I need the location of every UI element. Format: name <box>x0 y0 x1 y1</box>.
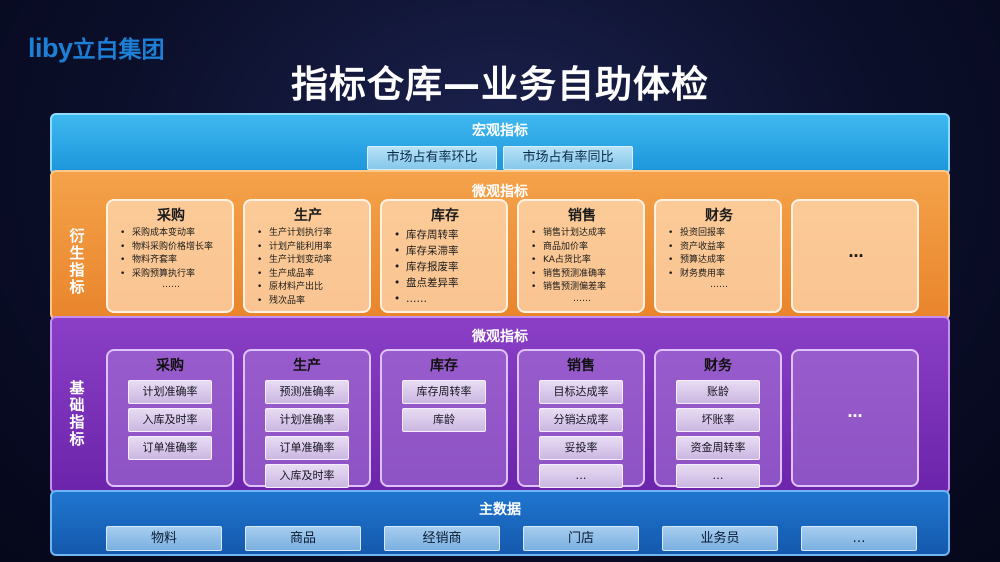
base-indicator-chip[interactable]: 库存周转率 <box>402 380 486 404</box>
derived-indicator-item: 销售预测准确率 <box>527 268 637 282</box>
derived-card-ellipsis: …… <box>710 280 728 291</box>
derived-card[interactable]: 库存库存周转率库存呆滞率库存报废率盘点差异率…… <box>380 199 508 313</box>
derived-indicators-band: 微观指标 衍生指标 采购采购成本变动率物料采购价格增长率物料齐套率采购预算执行率… <box>50 170 950 320</box>
derived-card[interactable]: 财务投资回报率资产收益率预算达成率财务费用率…… <box>654 199 782 313</box>
base-indicator-chip[interactable]: 坏账率 <box>676 408 760 432</box>
derived-cards: 采购采购成本变动率物料采购价格增长率物料齐套率采购预算执行率……生产生产计划执行… <box>106 199 919 313</box>
base-indicator-chip[interactable]: 入库及时率 <box>265 464 349 488</box>
base-indicator-chip[interactable]: 预测准确率 <box>265 380 349 404</box>
base-indicator-chip[interactable]: … <box>539 464 623 488</box>
master-data-band: 主数据 物料商品经销商门店业务员 … <box>50 490 950 556</box>
derived-indicator-item: 计划产能利用率 <box>253 241 363 255</box>
derived-indicator-item: 销售计划达成率 <box>527 227 637 241</box>
base-card-more[interactable]: … <box>791 349 919 487</box>
derived-indicator-item: 预算达成率 <box>664 254 774 268</box>
master-data-item[interactable]: 物料 <box>106 526 222 551</box>
derived-indicator-item: 物料齐套率 <box>116 254 226 268</box>
base-indicator-chip[interactable]: 计划准确率 <box>128 380 212 404</box>
page-title: 指标仓库—业务自助体检 <box>291 63 709 106</box>
base-card[interactable]: 销售目标达成率分销达成率妥投率 … <box>517 349 645 488</box>
derived-indicator-list: 采购成本变动率物料采购价格增长率物料齐套率采购预算执行率 <box>116 227 226 281</box>
derived-indicator-item: 物料采购价格增长率 <box>116 241 226 255</box>
derived-indicator-item: 销售预测偏差率 <box>527 281 637 295</box>
derived-indicator-item: 原材料产出比 <box>253 281 363 295</box>
base-indicator-chip[interactable]: 订单准确率 <box>128 436 212 460</box>
derived-band-title: 微观指标 <box>472 184 528 200</box>
derived-indicator-list: 生产计划执行率计划产能利用率生产计划变动率生产成品率原材料产出比残次品率 <box>253 227 363 309</box>
derived-indicator-list: 销售计划达成率商品加价率KA占货比率销售预测准确率销售预测偏差率 <box>527 227 637 295</box>
base-card-title: 采购 <box>156 358 184 374</box>
liby-logo: liby立白集团 <box>28 30 165 64</box>
derived-card-title: 生产 <box>294 208 322 224</box>
master-data-item[interactable]: 经销商 <box>384 526 500 551</box>
derived-indicator-item: 财务费用率 <box>664 268 774 282</box>
base-indicator-chip[interactable]: 订单准确率 <box>265 436 349 460</box>
base-card-title: 销售 <box>567 358 595 374</box>
base-side-label: 基础指标 <box>69 379 85 448</box>
master-data-item[interactable]: … <box>801 526 917 551</box>
macro-indicator-item[interactable]: 市场占有率环比 <box>367 146 497 170</box>
base-indicator-chip[interactable]: 分销达成率 <box>539 408 623 432</box>
derived-indicator-item: 生产计划执行率 <box>253 227 363 241</box>
master-data-item[interactable]: 门店 <box>523 526 639 551</box>
base-indicator-chip[interactable]: 库龄 <box>402 408 486 432</box>
derived-indicator-item: 盘点差异率 <box>390 275 500 291</box>
derived-card[interactable]: 生产生产计划执行率计划产能利用率生产计划变动率生产成品率原材料产出比残次品率 <box>243 199 371 313</box>
base-indicators-band: 微观指标 基础指标 采购计划准确率入库及时率订单准确率生产预测准确率计划准确率订… <box>50 316 950 494</box>
master-items: 物料商品经销商门店业务员 … <box>106 526 917 551</box>
derived-card-more[interactable]: … <box>791 199 919 313</box>
derived-card-ellipsis: …… <box>162 280 180 291</box>
base-card-title: 财务 <box>704 358 732 374</box>
base-band-title: 微观指标 <box>472 329 528 345</box>
base-indicator-chip[interactable]: 妥投率 <box>539 436 623 460</box>
macro-indicator-item[interactable]: 市场占有率同比 <box>503 146 633 170</box>
derived-indicator-item: KA占货比率 <box>527 254 637 268</box>
base-indicator-chip[interactable]: 入库及时率 <box>128 408 212 432</box>
derived-indicator-item: 库存呆滞率 <box>390 243 500 259</box>
master-data-item[interactable]: 商品 <box>245 526 361 551</box>
master-data-item[interactable]: 业务员 <box>662 526 778 551</box>
derived-indicator-item: 投资回报率 <box>664 227 774 241</box>
derived-indicator-item: 采购预算执行率 <box>116 268 226 282</box>
derived-indicator-list: 投资回报率资产收益率预算达成率财务费用率 <box>664 227 774 281</box>
logo-latin-text: liby <box>28 33 73 63</box>
base-indicator-chip[interactable]: 目标达成率 <box>539 380 623 404</box>
derived-card[interactable]: 采购采购成本变动率物料采购价格增长率物料齐套率采购预算执行率…… <box>106 199 234 313</box>
derived-card-title: 财务 <box>705 208 733 224</box>
master-band-title: 主数据 <box>479 502 521 518</box>
macro-band-title: 宏观指标 <box>472 123 528 139</box>
base-indicator-chip[interactable]: 账龄 <box>676 380 760 404</box>
macro-indicators-band: 宏观指标 市场占有率环比市场占有率同比 <box>50 113 950 175</box>
base-card[interactable]: 财务账龄坏账率资金周转率 … <box>654 349 782 488</box>
derived-indicator-item: 生产成品率 <box>253 268 363 282</box>
derived-indicator-item: 残次品率 <box>253 295 363 309</box>
base-cards: 采购计划准确率入库及时率订单准确率生产预测准确率计划准确率订单准确率入库及时率库… <box>106 349 919 488</box>
derived-indicator-item: 商品加价率 <box>527 241 637 255</box>
base-card[interactable]: 采购计划准确率入库及时率订单准确率 <box>106 349 234 487</box>
derived-card-title: 库存 <box>431 208 459 224</box>
derived-indicator-item: 库存周转率 <box>390 227 500 243</box>
base-indicator-chip[interactable]: 资金周转率 <box>676 436 760 460</box>
derived-more-text: … <box>848 243 864 261</box>
base-indicator-chip[interactable]: … <box>676 464 760 488</box>
derived-card-title: 销售 <box>568 208 596 224</box>
derived-card-ellipsis: …… <box>573 293 591 304</box>
derived-card-title: 采购 <box>157 208 185 224</box>
derived-indicator-item: 生产计划变动率 <box>253 254 363 268</box>
derived-indicator-list: 库存周转率库存呆滞率库存报废率盘点差异率…… <box>390 227 500 307</box>
base-card-title: 生产 <box>293 358 321 374</box>
logo-cn-text: 立白集团 <box>72 37 165 63</box>
derived-indicator-item: 资产收益率 <box>664 241 774 255</box>
macro-items: 市场占有率环比市场占有率同比 <box>52 146 948 170</box>
derived-indicator-item: …… <box>390 291 500 307</box>
derived-card[interactable]: 销售销售计划达成率商品加价率KA占货比率销售预测准确率销售预测偏差率…… <box>517 199 645 313</box>
derived-indicator-item: 采购成本变动率 <box>116 227 226 241</box>
base-card-title: 库存 <box>430 358 458 374</box>
base-more-text: … <box>847 403 863 421</box>
derived-indicator-item: 库存报废率 <box>390 259 500 275</box>
base-card[interactable]: 库存库存周转率库龄 <box>380 349 508 487</box>
derived-side-label: 衍生指标 <box>69 227 85 296</box>
base-card[interactable]: 生产预测准确率计划准确率订单准确率入库及时率 <box>243 349 371 488</box>
base-indicator-chip[interactable]: 计划准确率 <box>265 408 349 432</box>
